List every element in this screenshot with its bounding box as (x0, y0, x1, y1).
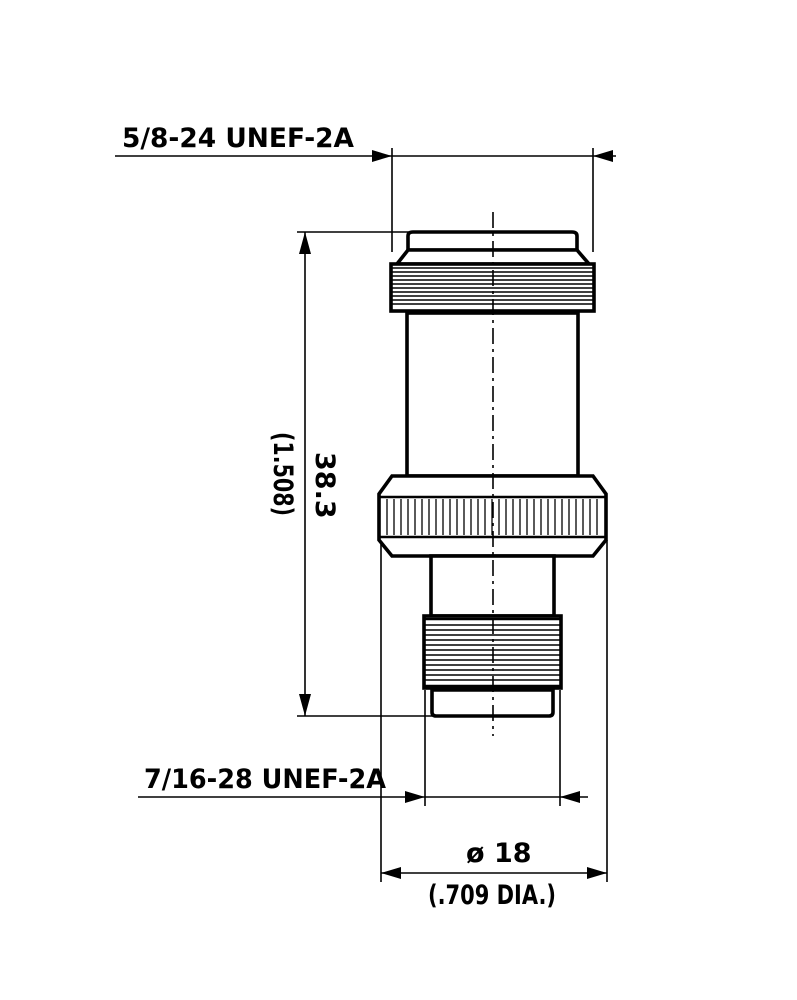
length-dimension (297, 231, 432, 717)
length-in-label: (1.508) (267, 432, 298, 516)
diameter-mm-label: ø 18 (466, 838, 532, 869)
bottom-thread-label: 7/16-28 UNEF-2A (144, 764, 386, 795)
bottom-thread-dimension (138, 690, 588, 806)
diameter-in-label: (.709 DIA.) (428, 880, 556, 911)
knurl-lines (386, 499, 598, 535)
length-mm-label: 38.3 (309, 452, 340, 519)
top-thread-label: 5/8-24 UNEF-2A (122, 123, 354, 154)
top-thread-dimension (115, 148, 616, 252)
diameter-dimension (380, 540, 608, 882)
